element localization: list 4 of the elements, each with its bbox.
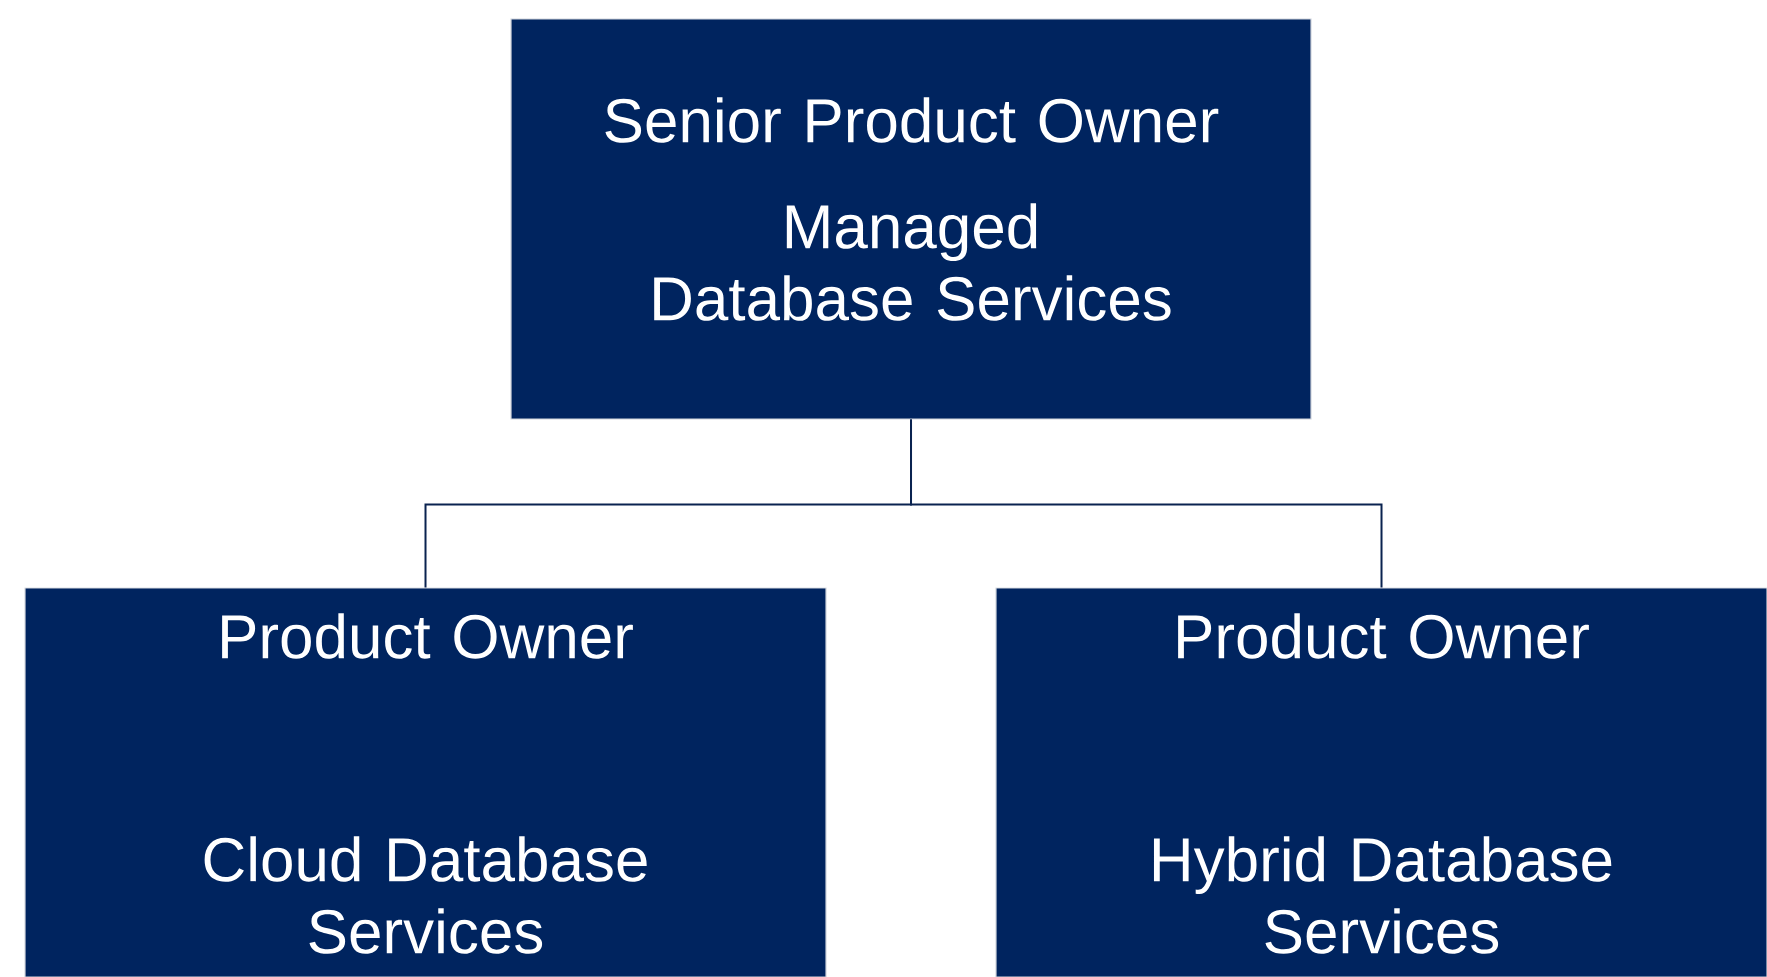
org-box: Senior Product Owner Managed Database Services [510,18,1312,420]
connector-line [910,418,1383,589]
org-box: Product Owner Hybrid Database Services [995,587,1767,977]
org-box: Product Owner Cloud Database Services [24,587,827,977]
